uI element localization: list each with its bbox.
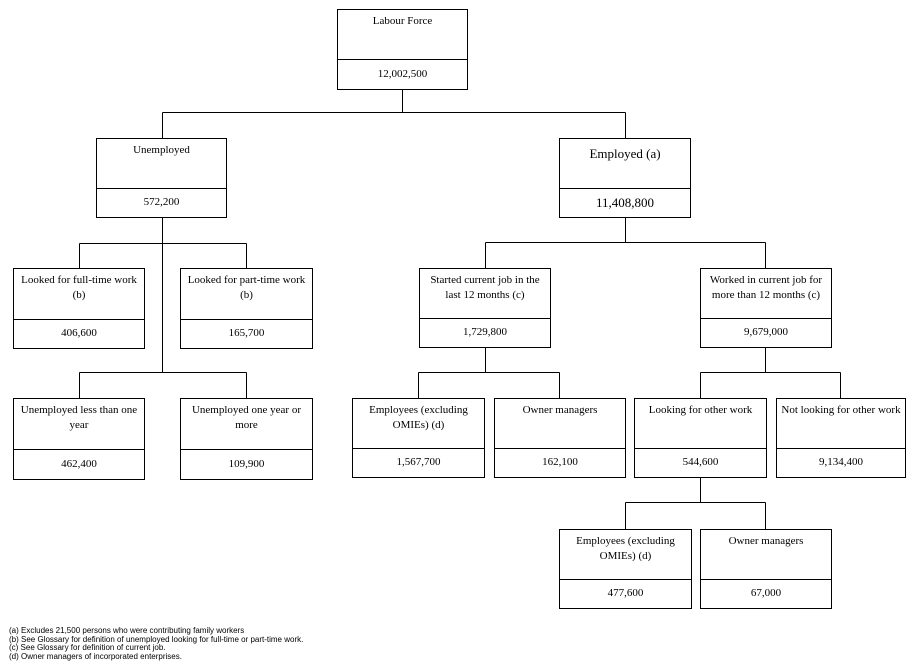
footnote-b: (b) See Glossary for definition of unemp… <box>9 634 304 644</box>
node-value: 462,400 <box>61 457 97 470</box>
node-worked-current-job: Worked in current job for more than 12 m… <box>700 268 832 348</box>
node-label: Owner managers <box>701 530 831 580</box>
node-label: Unemployed <box>97 139 226 189</box>
node-label: Owner managers <box>495 399 625 449</box>
connector-started-job <box>418 347 560 398</box>
node-value: 572,200 <box>143 196 180 208</box>
node-label: Looking for other work <box>635 399 766 449</box>
node-label: Not looking for other work <box>777 399 905 449</box>
node-label: Worked in current job for more than 12 m… <box>701 269 831 319</box>
node-value: 477,600 <box>607 587 644 599</box>
node-looking-other-work: Looking for other work 544,600 <box>634 398 767 478</box>
footnote-c: (c) See Glossary for definition of curre… <box>9 643 166 652</box>
node-label: Looked for part-time work (b) <box>181 269 312 320</box>
node-label: Employees (excluding OMIEs) (d) <box>353 399 484 449</box>
connector-worked-job <box>700 347 841 398</box>
node-unemployed-less-year: Unemployed less than one year 462,400 <box>13 398 145 480</box>
node-employees-1: Employees (excluding OMIEs) (d) 1,567,70… <box>352 398 485 478</box>
node-value: 109,900 <box>228 457 265 470</box>
node-unemployed-one-year: Unemployed one year or more 109,900 <box>180 398 313 480</box>
node-looked-full-time: Looked for full-time work (b) 406,600 <box>13 268 145 349</box>
node-value: 9,134,400 <box>819 456 863 468</box>
node-employees-2: Employees (excluding OMIEs) (d) 477,600 <box>559 529 692 609</box>
node-label: Unemployed one year or more <box>181 399 312 450</box>
footnotes: (a) Excludes 21,500 persons who were con… <box>9 626 304 661</box>
node-label: Looked for full-time work (b) <box>14 269 144 320</box>
node-value: 162,100 <box>542 456 578 468</box>
node-value: 165,700 <box>228 327 265 339</box>
footnote-d: (d) Owner managers of incorporated enter… <box>9 651 182 661</box>
node-looked-part-time: Looked for part-time work (b) 165,700 <box>180 268 313 349</box>
node-label: Unemployed less than one year <box>14 399 144 450</box>
node-unemployed: Unemployed 572,200 <box>96 138 227 218</box>
node-label: Employees (excluding OMIEs) (d) <box>560 530 691 580</box>
node-value: 9,679,000 <box>744 326 788 338</box>
node-owner-managers-2: Owner managers 67,000 <box>700 529 832 609</box>
connector-looking-other-work <box>625 477 766 529</box>
connector-employed <box>485 217 766 268</box>
node-value: 406,600 <box>61 327 97 339</box>
node-started-current-job: Started current job in the last 12 month… <box>419 268 551 348</box>
connector-unemployed <box>79 217 247 398</box>
footnote-a: (a) Excludes 21,500 persons who were con… <box>9 626 245 635</box>
connector-labour-force <box>162 90 626 138</box>
node-label: Employed (a) <box>560 139 690 189</box>
node-value: 1,567,700 <box>396 456 441 468</box>
node-employed: Employed (a) 11,408,800 <box>559 138 691 218</box>
node-value: 544,600 <box>682 456 719 468</box>
node-label: Started current job in the last 12 month… <box>420 269 550 319</box>
node-owner-managers-1: Owner managers 162,100 <box>494 398 626 478</box>
node-value: 1,729,800 <box>463 326 507 338</box>
node-labour-force: Labour Force 12,002,500 <box>337 9 468 90</box>
node-value: 11,408,800 <box>595 195 655 210</box>
node-label: Labour Force <box>338 10 467 60</box>
node-value: 67,000 <box>750 587 782 599</box>
node-value: 12,002,500 <box>377 67 428 80</box>
node-not-looking-other-work: Not looking for other work 9,134,400 <box>776 398 906 478</box>
